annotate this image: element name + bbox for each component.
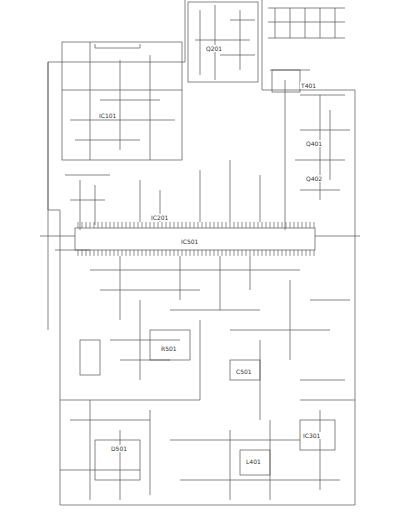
- part-label: C501: [235, 368, 253, 375]
- part-label: Q401: [305, 140, 323, 147]
- part-label: Q201: [205, 45, 223, 52]
- part-label: Q402: [305, 175, 323, 182]
- part-label: IC201: [150, 214, 169, 221]
- part-label: R501: [160, 345, 178, 352]
- part-label: IC501: [180, 238, 199, 245]
- part-label: IC101: [98, 112, 117, 119]
- part-label: IC301: [302, 432, 321, 439]
- part-label: D501: [110, 445, 128, 452]
- part-label: L401: [245, 458, 262, 465]
- part-label: T401: [300, 82, 317, 89]
